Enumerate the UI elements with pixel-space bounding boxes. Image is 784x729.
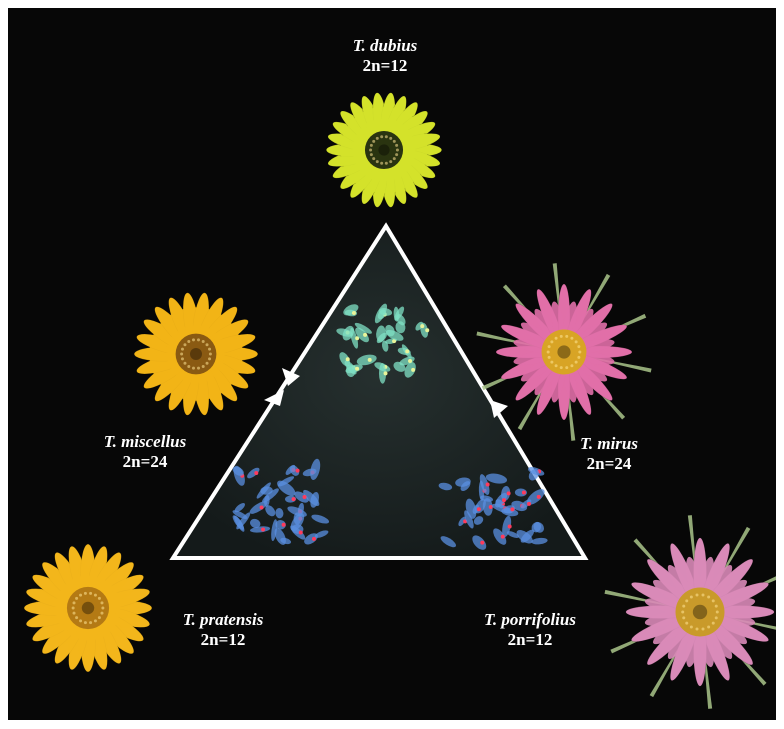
flower-mirus-icon <box>476 263 651 441</box>
flower-pratensis-icon <box>24 544 152 672</box>
label-porrifolius: T. porrifolius 2n=12 <box>460 610 600 650</box>
flower-porrifolius-icon <box>605 515 776 709</box>
label-miscellus: T. miscellus 2n=24 <box>80 432 210 472</box>
diagram-graphics <box>8 8 776 720</box>
species-name-dubius: T. dubius <box>330 36 440 56</box>
ploidy-porrifolius: 2n=12 <box>460 630 600 650</box>
label-dubius: T. dubius 2n=12 <box>330 36 440 76</box>
species-name-miscellus: T. miscellus <box>80 432 210 452</box>
species-name-mirus: T. mirus <box>554 434 664 454</box>
ploidy-pratensis: 2n=12 <box>158 630 288 650</box>
flower-dubius-icon <box>326 92 441 208</box>
ploidy-dubius: 2n=12 <box>330 56 440 76</box>
flower-miscellus-icon <box>134 292 258 416</box>
species-name-porrifolius: T. porrifolius <box>460 610 600 630</box>
species-name-pratensis: T. pratensis <box>158 610 288 630</box>
ploidy-miscellus: 2n=24 <box>80 452 210 472</box>
figure-canvas: T. dubius 2n=12 T. miscellus 2n=24 T. mi… <box>8 8 776 720</box>
ploidy-mirus: 2n=24 <box>554 454 664 474</box>
label-pratensis: T. pratensis 2n=12 <box>158 610 288 650</box>
label-mirus: T. mirus 2n=24 <box>554 434 664 474</box>
